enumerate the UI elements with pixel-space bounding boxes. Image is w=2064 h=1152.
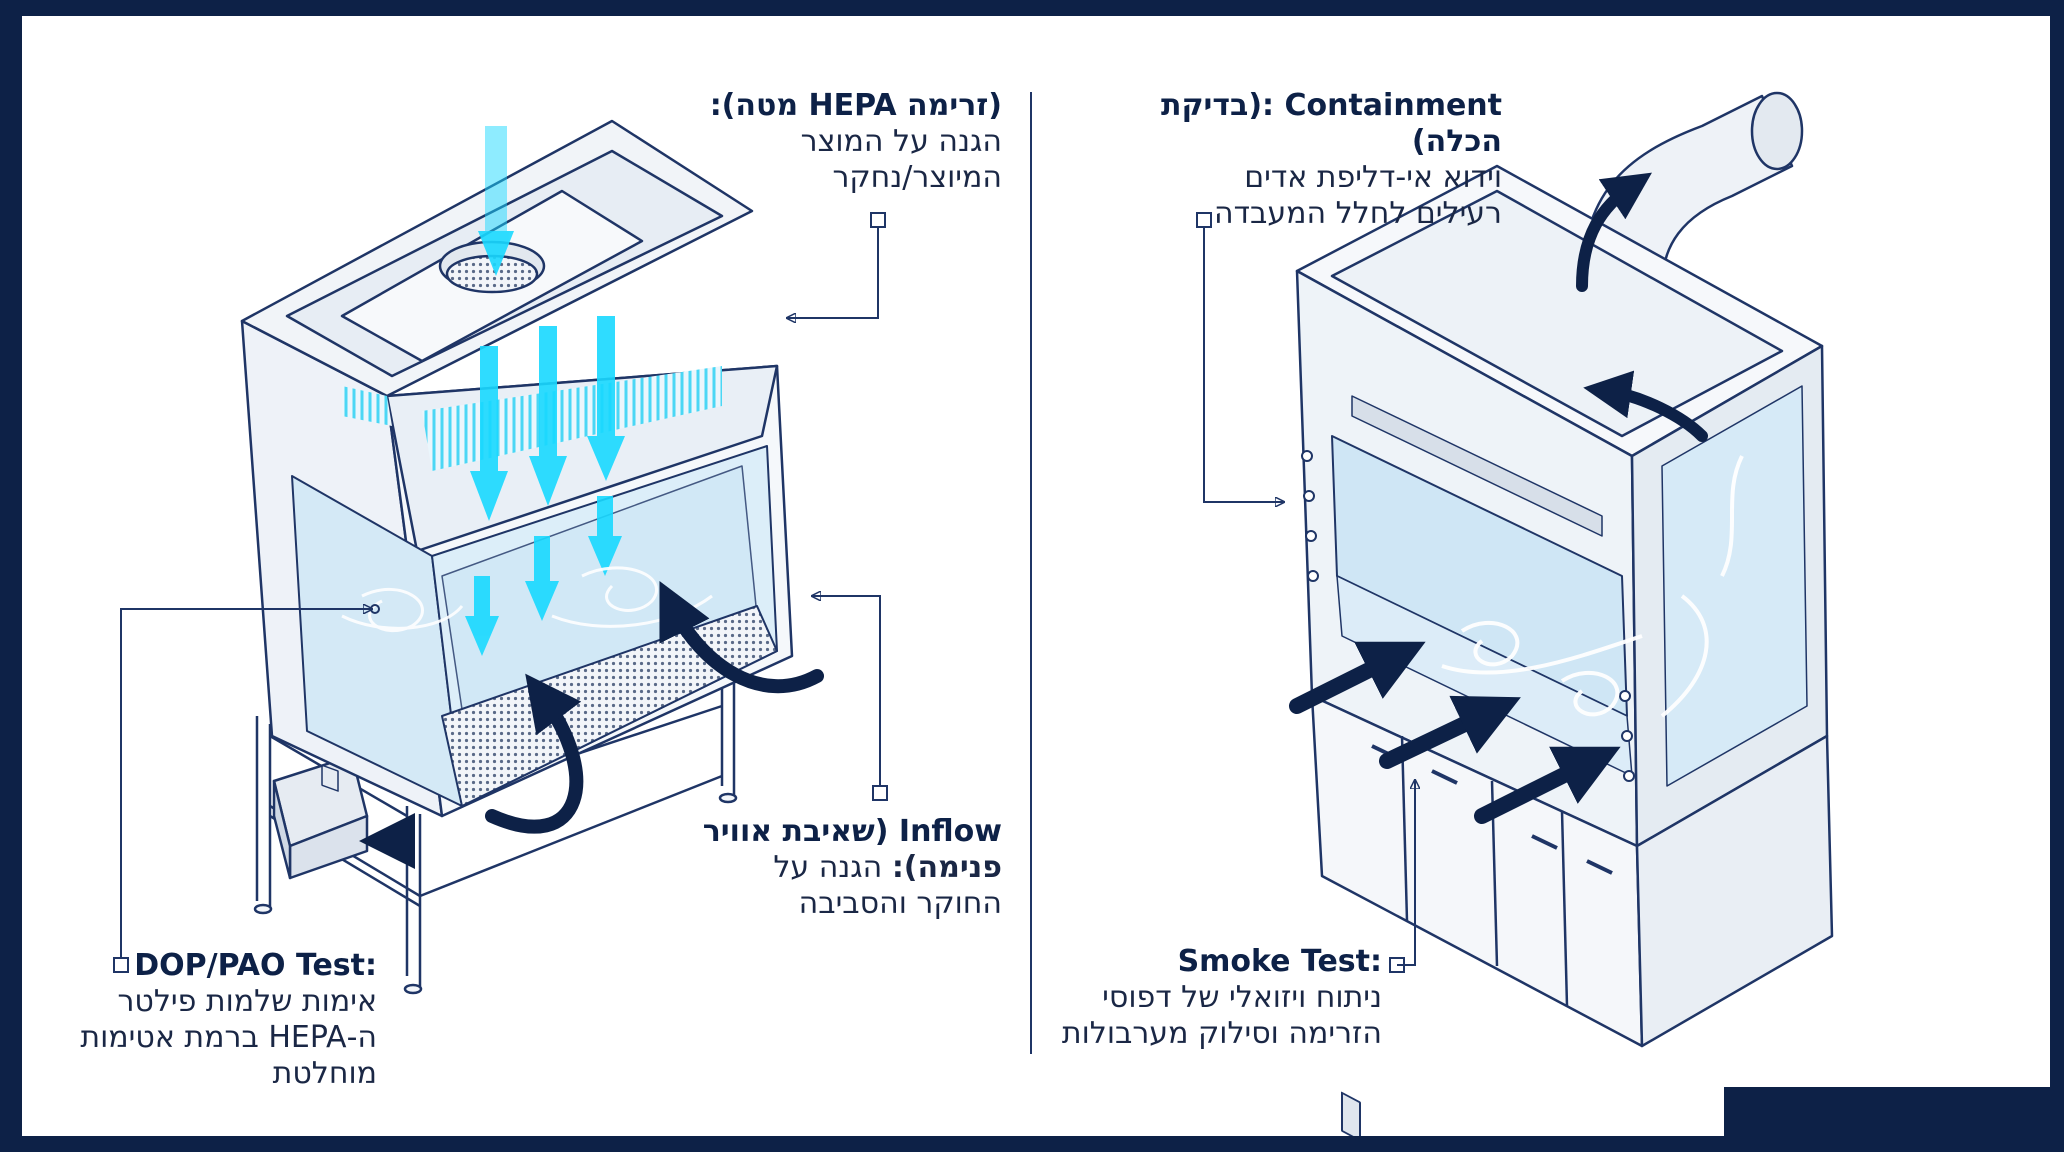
callout-lines bbox=[113, 212, 1415, 973]
smoke-label: :Smoke Test ניתוח ויזואלי של דפוסי הזרימ… bbox=[1022, 944, 1382, 1052]
smoke-label-line-2: הזרימה וסילוק מערבולות bbox=[1061, 1016, 1382, 1051]
hepa-label: (זרימה HEPA מטה): הגנה על המוצר המיוצר/נ… bbox=[672, 88, 1002, 196]
hepa-label-line-2: המיוצר/נחקר bbox=[832, 160, 1002, 195]
inflow-arrows bbox=[359, 580, 824, 869]
containment-label: Containment :(בדיקת הכלה) וידוא אי-דליפת… bbox=[1092, 88, 1502, 232]
containment-label-line-2: רעילים לחלל המעבדה bbox=[1214, 196, 1502, 231]
exhaust-duct bbox=[1580, 94, 1794, 288]
containment-label-line-1: וידוא אי-דליפת אדים bbox=[1244, 160, 1502, 195]
inflow-label-line-1: הגנה על bbox=[773, 850, 892, 885]
work-surface bbox=[441, 605, 778, 807]
downflow-arrows bbox=[465, 126, 625, 656]
inflow-label-line-2: החוקר והסביבה bbox=[798, 886, 1002, 921]
dop-label-heading: DOP/PAO Test: bbox=[134, 948, 377, 983]
hood-vents bbox=[1341, 1091, 1361, 1136]
inflow-label-heading: Inflow (שאיבת אוויר bbox=[702, 814, 1002, 849]
inflow-label-heading-2: פנימה): bbox=[891, 850, 1002, 885]
smoke-label-heading: :Smoke Test bbox=[1177, 944, 1382, 979]
containment-label-heading: Containment :(בדיקת הכלה) bbox=[1160, 88, 1502, 159]
dop-label-line-2: ה-HEPA ברמת אטימות bbox=[80, 1020, 377, 1055]
hood-controls bbox=[1301, 450, 1635, 782]
dop-label-line-1: אימות שלמות פילטר bbox=[117, 984, 377, 1019]
hepa-label-line-1: הגנה על המוצר bbox=[800, 124, 1002, 159]
inflow-label: Inflow (שאיבת אוויר פנימה): הגנה על החוק… bbox=[662, 814, 1002, 922]
illustration bbox=[113, 91, 1834, 1136]
fume-hood bbox=[1295, 91, 1834, 1136]
smoke-flow-arrows bbox=[1289, 172, 1708, 824]
blower-box bbox=[272, 754, 369, 880]
smoke-label-line-1: ניתוח ויזואלי של דפוסי bbox=[1102, 980, 1382, 1015]
dop-label-line-3: מוחלטת bbox=[272, 1056, 377, 1091]
frame-corner-block bbox=[1724, 1087, 2064, 1152]
hepa-label-heading: (זרימה HEPA מטה): bbox=[709, 88, 1002, 123]
diagram-canvas: (זרימה HEPA מטה): הגנה על המוצר המיוצר/נ… bbox=[22, 16, 2050, 1136]
dop-label: DOP/PAO Test: אימות שלמות פילטר ה-HEPA ב… bbox=[62, 948, 377, 1092]
smoke-swirls bbox=[1441, 455, 1744, 718]
